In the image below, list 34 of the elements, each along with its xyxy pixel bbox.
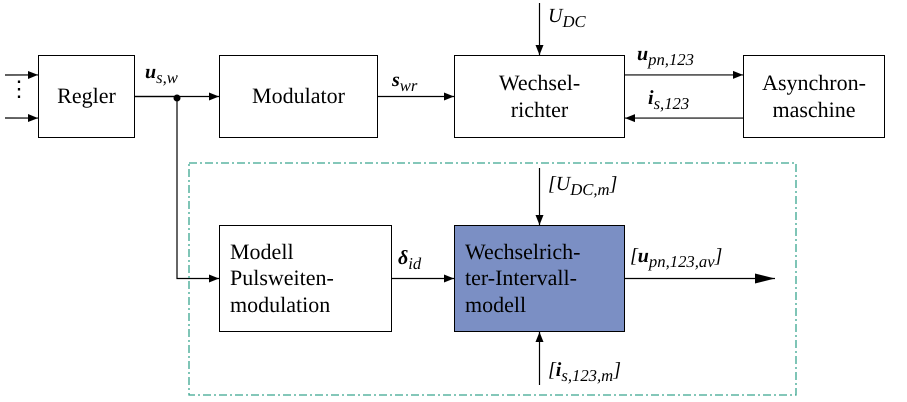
signal-label: [U$_{DC,m}$]: [548, 174, 618, 199]
block-label: Asynchron- maschine: [761, 70, 867, 123]
signal-label: u$_{pn,123}$: [637, 44, 694, 69]
block-label: Modulator: [251, 83, 346, 110]
signal-label: U$_{DC}$: [548, 6, 586, 31]
signal-label: δ$_{id}$: [398, 248, 422, 273]
arrow: [392, 274, 454, 282]
block-box: [454, 55, 625, 138]
arrow: [536, 168, 544, 225]
signal-label: [i$_{s,123,m}$]: [548, 360, 621, 385]
signal-label: s$_{wr}$: [392, 70, 418, 95]
block-box: [219, 225, 392, 332]
arrow: [536, 332, 544, 385]
block-box: [743, 55, 885, 138]
block-label: Wechselrich- ter-Intervall- modell: [464, 238, 582, 318]
ellipsis-mark: ⋮: [8, 78, 30, 100]
arrow: [378, 92, 454, 100]
arrow: [5, 70, 38, 79]
dashed-group-frame: [188, 162, 797, 396]
block-box: [219, 55, 378, 138]
signal-label: u$_{s,w}$: [145, 62, 178, 87]
arrow: [625, 114, 743, 122]
block-box: [38, 55, 135, 138]
arrow: [625, 274, 775, 284]
block-label: Modell Pulsweiten- modulation: [229, 238, 335, 318]
arrow: [5, 114, 38, 122]
arrow: [625, 70, 743, 79]
block-box: [454, 225, 625, 332]
arrow: [536, 3, 544, 55]
signal-label: i$_{s,123}$: [648, 88, 690, 113]
signal-label: [u$_{pn,123,av}$]: [630, 246, 722, 271]
block-label: Regler: [56, 83, 117, 110]
arrow: [135, 96, 219, 282]
block-label: Wechsel- richter: [498, 70, 582, 123]
